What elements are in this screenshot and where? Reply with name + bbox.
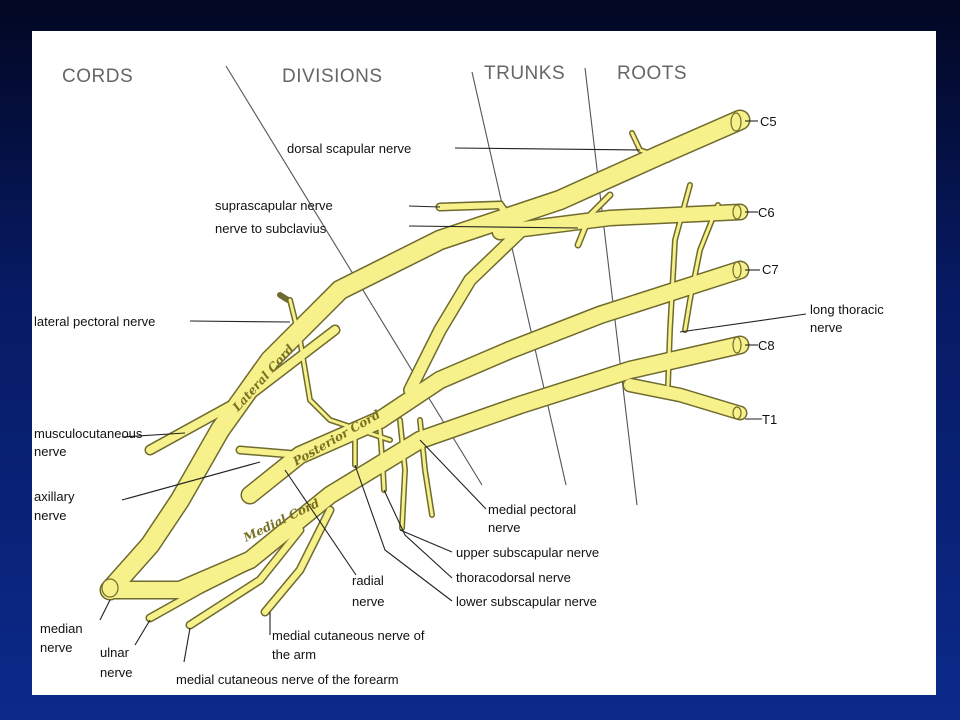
brachial-plexus-diagram: CORDS DIVISIONS TRUNKS ROOTS C5 C6 C7 C8… (34, 63, 884, 687)
c8-stump (732, 336, 742, 354)
root-label-c6: C6 (758, 205, 775, 220)
c8-medial-cord (102, 337, 748, 598)
suprascapular-branch (437, 201, 523, 235)
label-lateral-pectoral: lateral pectoral nerve (34, 314, 155, 329)
pectoral-loop (288, 298, 392, 442)
header-trunks: TRUNKS (484, 63, 565, 84)
label-long-thoracic-1: long thoracic (810, 302, 884, 317)
t1-root (624, 379, 746, 419)
diagram-panel: CORDS DIVISIONS TRUNKS ROOTS C5 C6 C7 C8… (32, 31, 936, 695)
label-radial-1: radial (352, 573, 384, 588)
root-label-c5: C5 (760, 114, 777, 129)
divider-trunks-roots (584, 67, 638, 506)
header-roots: ROOTS (617, 63, 687, 84)
label-medial-pectoral-1: medial pectoral (488, 502, 576, 517)
label-thoracodorsal: thoracodorsal nerve (456, 570, 571, 585)
root-label-c8: C8 (758, 338, 775, 353)
label-axillary-1: axillary (34, 489, 75, 504)
label-axillary-2: nerve (34, 508, 67, 523)
label-nerve-to-subclavius: nerve to subclavius (215, 221, 327, 236)
long-thoracic-2 (683, 203, 720, 332)
label-musculocutaneous-1: musculocutaneous (34, 426, 143, 441)
label-long-thoracic-2: nerve (810, 320, 843, 335)
c5-stump (730, 112, 742, 132)
label-medial-pectoral-2: nerve (488, 520, 521, 535)
label-median-1: median (40, 621, 83, 636)
median-stump (101, 578, 119, 598)
label-musculocutaneous-2: nerve (34, 444, 67, 459)
ulnar-branch (147, 562, 253, 621)
t1-stump (732, 406, 742, 420)
posterior-cord-label: Posterior Cord (290, 407, 384, 469)
med-cut-forearm-branch (187, 527, 303, 628)
label-med-cut-arm-1: medial cutaneous nerve of (272, 628, 425, 643)
c6-stump (732, 204, 742, 220)
label-median-2: nerve (40, 640, 73, 655)
med-cut-arm-branch (262, 507, 333, 615)
label-med-cut-forearm: medial cutaneous nerve of the forearm (176, 672, 399, 687)
c7-stump (732, 261, 742, 279)
medial-pectoral-branch (418, 418, 434, 517)
header-divisions: DIVISIONS (282, 66, 383, 87)
c5-lateral-cord (101, 111, 749, 599)
long-thoracic-1 (666, 183, 692, 387)
label-upper-subscapular: upper subscapular nerve (456, 545, 599, 560)
axillary-branch (237, 447, 303, 458)
label-lower-subscapular: lower subscapular nerve (456, 594, 597, 609)
root-label-c7: C7 (762, 262, 779, 277)
divider-divisions-trunks (471, 71, 567, 486)
nerve-fills (101, 111, 749, 628)
label-dorsal-scapular: dorsal scapular nerve (287, 141, 411, 156)
root-ends (101, 112, 742, 598)
subclavius-branch (576, 193, 612, 247)
musculocutaneous-branch (146, 326, 339, 454)
label-ulnar-1: ulnar (100, 645, 130, 660)
header-cords: CORDS (62, 66, 133, 87)
leader-lines (99, 120, 807, 663)
label-radial-2: nerve (352, 594, 385, 609)
label-ulnar-2: nerve (100, 665, 133, 680)
upper-subscapular-branch (398, 418, 407, 530)
root-label-t1: T1 (762, 412, 777, 427)
label-suprascapular: suprascapular nerve (215, 198, 333, 213)
posterior-division (404, 226, 526, 396)
label-med-cut-arm-2: the arm (272, 647, 316, 662)
thoracodorsal-branch (378, 428, 386, 492)
